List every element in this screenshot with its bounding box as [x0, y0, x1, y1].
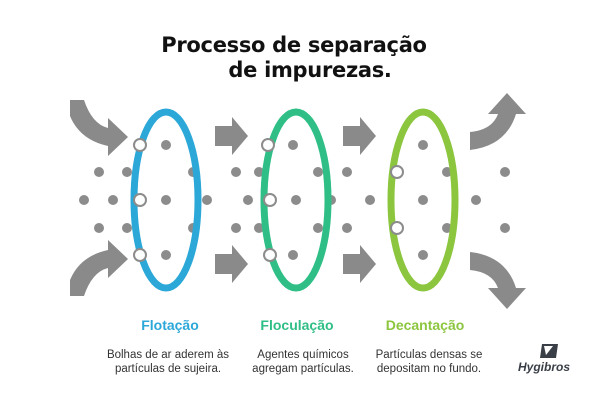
bubble — [263, 193, 277, 207]
bubble — [133, 248, 147, 262]
particle — [313, 167, 323, 177]
particle — [288, 250, 298, 260]
stage-desc-line: Partículas densas se — [375, 349, 483, 361]
particle — [94, 223, 104, 233]
bubble — [390, 165, 404, 179]
particle — [342, 223, 352, 233]
curved-arrow-bottom-left — [70, 240, 128, 296]
stage-desc-line: partículas de sujeira. — [114, 363, 222, 375]
particle — [288, 140, 298, 150]
particle — [500, 223, 510, 233]
particle — [418, 140, 428, 150]
curved-arrow-top-left — [70, 100, 128, 156]
particle — [442, 167, 452, 177]
particle — [231, 167, 241, 177]
bubble — [390, 221, 404, 235]
flow-arrow-1-top — [215, 117, 248, 155]
particle — [254, 223, 264, 233]
particle — [291, 195, 301, 205]
particle — [79, 195, 89, 205]
particle — [442, 223, 452, 233]
particle — [231, 223, 241, 233]
particle — [254, 167, 264, 177]
stage-desc-flocculation: Agentes químicos agregam partículas. — [218, 348, 388, 376]
stage-desc-line: Bolhas de ar aderem às — [106, 349, 230, 361]
curved-arrow-bottom-right — [470, 252, 526, 309]
stage-desc-line: Agentes químicos — [257, 349, 349, 361]
flow-arrow-1-bottom — [215, 245, 248, 283]
curved-arrow-top-right — [470, 93, 526, 150]
stage-desc-flotation: Bolhas de ar aderem às partículas de suj… — [83, 348, 253, 376]
stage-name-flocculation: Floculação — [260, 317, 334, 333]
hygibros-logo-icon — [540, 344, 558, 358]
particle — [122, 167, 132, 177]
stage-desc-line: depositam no fundo. — [376, 363, 482, 375]
brand-name: Hygibros — [518, 360, 571, 374]
flow-arrow-2-bottom — [343, 245, 376, 283]
stage-desc-line: agregam partículas. — [252, 363, 354, 375]
bubble — [133, 138, 147, 152]
particle — [471, 195, 481, 205]
stage-desc-decantation: Partículas densas se depositam no fundo. — [344, 348, 514, 376]
particle — [418, 195, 428, 205]
bubble — [263, 248, 277, 262]
particle — [365, 195, 375, 205]
particle — [418, 250, 428, 260]
particle — [122, 223, 132, 233]
particle — [108, 195, 118, 205]
ring-bubbles — [133, 138, 404, 262]
stage-name-flotation: Flotação — [141, 317, 199, 333]
decantation-ring — [387, 108, 459, 292]
particle — [342, 167, 352, 177]
bubble — [133, 193, 147, 207]
bubble — [261, 138, 275, 152]
particle — [161, 140, 171, 150]
particles — [79, 140, 510, 260]
particle — [313, 223, 323, 233]
particle — [94, 167, 104, 177]
particle — [161, 250, 171, 260]
particle — [202, 195, 212, 205]
flow-arrow-2-top — [343, 117, 376, 155]
diagram-title-line-2: de impurezas. — [228, 58, 392, 82]
stage-name-decantation: Decantação — [385, 317, 465, 333]
particle — [500, 167, 510, 177]
particle — [243, 195, 253, 205]
particle — [161, 195, 171, 205]
diagram-title-line-1: Processo de separação — [161, 33, 427, 57]
